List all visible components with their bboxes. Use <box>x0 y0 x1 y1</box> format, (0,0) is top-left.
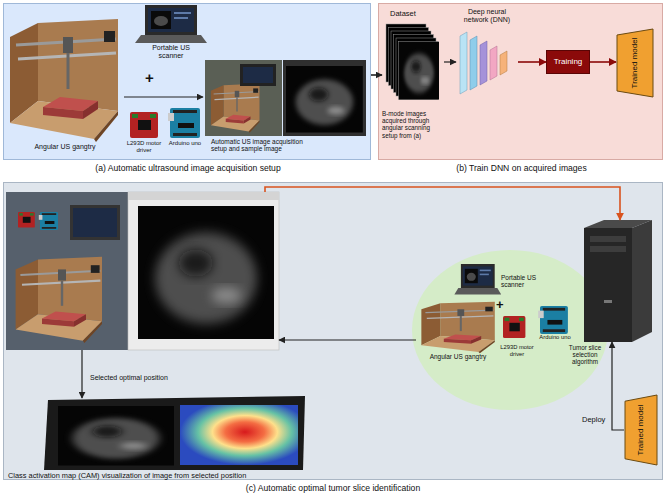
node-label: Training <box>547 57 589 66</box>
node-label: B-mode images acquired through angular s… <box>382 110 444 139</box>
panel: (c) Automatic optimal tumor slice identi… <box>3 182 663 480</box>
panel: (a) Automatic ultrasound image acquisiti… <box>3 3 371 160</box>
plus-sign: + <box>145 70 154 85</box>
node-label: Automatic US image acquisition setup and… <box>211 138 311 153</box>
node-label: Arduino uno <box>534 334 576 341</box>
node-heading: Dataset <box>390 10 444 19</box>
model-outline <box>617 29 653 97</box>
panel-caption: (c) Automatic optimal tumor slice identi… <box>4 484 662 494</box>
model-shape: Trained model <box>624 394 658 466</box>
arduino-node: Arduino uno <box>536 304 574 346</box>
model-shape: Trained model <box>616 28 654 98</box>
model-outline <box>625 395 657 465</box>
node-label: Selected optimal position <box>90 374 240 382</box>
gantry-node: Angular US gangtry <box>6 12 124 152</box>
node-label: Tumor slice selection algorithm <box>560 344 610 366</box>
node-label: Deep neural network (DNN) <box>456 8 518 24</box>
node-label: Angular US gangtry <box>6 143 124 151</box>
panel: (b) Train DNN on acquired imagesDatasetB… <box>378 3 663 160</box>
dataset-node: DatasetB-mode images acquired through an… <box>382 8 444 156</box>
screenshot-node: Selected optimal position <box>6 192 279 350</box>
scanner-node: Portable US scanner <box>455 262 547 302</box>
node-label: Portable US scanner <box>145 44 197 60</box>
plus-sign: + <box>496 298 504 311</box>
node-label: L293D motor driver <box>122 140 166 154</box>
edge-label: Deploy <box>582 416 605 424</box>
scanner-node: Portable US scanner <box>135 3 207 59</box>
process-box: Training <box>546 50 590 74</box>
node-label: Angular US gangtry <box>416 353 500 360</box>
arduino-node: Arduino uno <box>166 106 204 152</box>
node-label: L293D motor driver <box>496 344 538 357</box>
node-label: Class activation map (CAM) visualization… <box>8 472 308 481</box>
driver-node: L293D motor driver <box>122 110 166 156</box>
panel-caption: (b) Train DNN on acquired images <box>379 164 664 174</box>
node-label: Portable US scanner <box>501 274 545 289</box>
driver-node: L293D motor driver <box>496 314 538 358</box>
acquisition-node: Automatic US image acquisition setup and… <box>203 58 369 158</box>
node-label: Trained model <box>630 38 639 89</box>
node-label: Trained model <box>636 405 645 456</box>
monitor-node: Class activation map (CAM) visualization… <box>42 398 307 470</box>
gantry-node: Angular US gangtry <box>416 298 500 364</box>
panel-caption: (a) Automatic ultrasound image acquisiti… <box>4 164 372 174</box>
computer-node: Tumor slice selection algorithm <box>582 220 652 342</box>
network-node: Deep neural network (DNN) <box>456 8 518 100</box>
node-label: Arduino uno <box>164 140 206 147</box>
